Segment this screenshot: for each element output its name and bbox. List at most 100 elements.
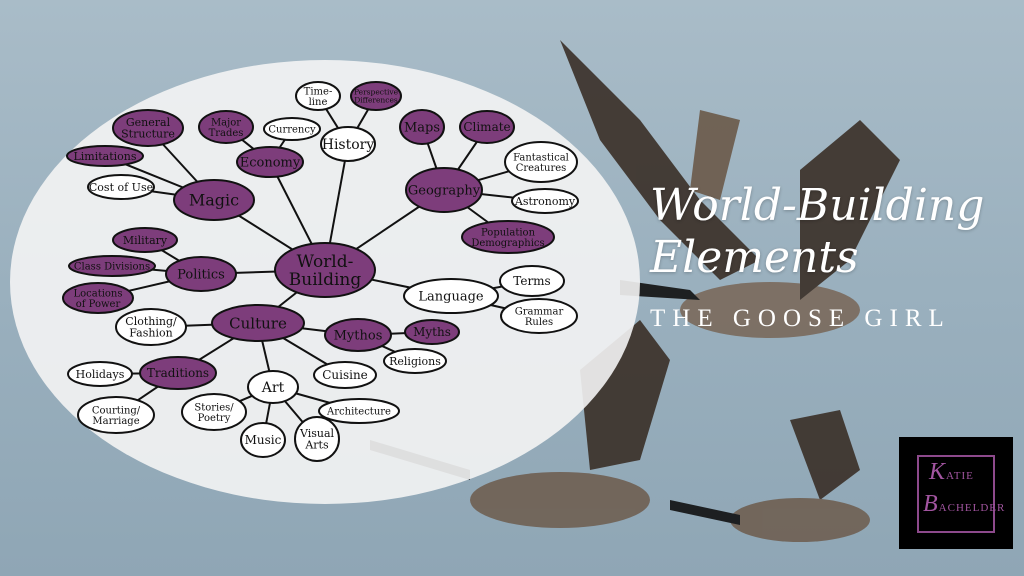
node-ellipse [511, 188, 579, 214]
node-mythos: Mythos [324, 318, 392, 352]
node-label: Politics [177, 268, 225, 283]
node-astro: Astronomy [511, 188, 579, 214]
node-ellipse [139, 356, 217, 390]
node-ellipse [77, 396, 155, 434]
node-ellipse [399, 109, 445, 145]
node-ellipse [403, 278, 499, 314]
node-ellipse [240, 422, 286, 458]
node-label: Stories/Poetry [194, 402, 234, 424]
node-label: Class Divisions [74, 262, 150, 273]
node-label: Art [261, 380, 285, 396]
node-holidays: Holidays [67, 361, 133, 387]
node-label: Currency [268, 125, 316, 136]
node-geography: Geography [405, 167, 483, 213]
node-ellipse [500, 298, 578, 334]
node-wb: World-Building [274, 242, 376, 298]
node-ellipse [211, 304, 305, 342]
logo-frame [917, 455, 995, 533]
node-traditions: Traditions [139, 356, 217, 390]
node-classdiv: Class Divisions [68, 255, 156, 277]
node-ellipse [115, 308, 187, 346]
node-ellipse [405, 167, 483, 213]
node-label: Traditions [147, 366, 209, 380]
node-stories: Stories/Poetry [181, 393, 247, 431]
node-ellipse [263, 117, 321, 141]
node-ellipse [383, 348, 447, 374]
node-label: Cost of Use [89, 181, 153, 194]
node-lim: Limitations [66, 145, 144, 167]
node-label: Religions [389, 355, 441, 368]
node-art: Art [247, 370, 299, 404]
node-ellipse [504, 141, 578, 183]
node-label: Economy [240, 156, 301, 171]
author-logo: KATIE BACHELDER [899, 437, 1013, 549]
node-ellipse [295, 81, 341, 111]
subtitle: THE GOOSE GIRL [650, 305, 951, 332]
node-ellipse [67, 361, 133, 387]
node-ellipse [112, 109, 184, 147]
node-label: Language [418, 290, 484, 305]
node-ellipse [404, 319, 460, 345]
node-ellipse [461, 220, 555, 254]
node-label: Terms [513, 274, 550, 288]
node-timeline: Time-line [295, 81, 341, 111]
node-ellipse [318, 398, 400, 424]
node-label: Architecture [326, 407, 391, 418]
node-music: Music [240, 422, 286, 458]
node-ellipse [350, 81, 402, 111]
node-label: Music [245, 433, 282, 447]
node-label: Myths [413, 325, 451, 339]
node-label: Holidays [76, 368, 125, 381]
node-ellipse [274, 242, 376, 298]
node-label: Mythos [334, 329, 383, 344]
node-ellipse [324, 318, 392, 352]
node-ellipse [294, 416, 340, 462]
node-label: Culture [229, 314, 287, 332]
node-terms: Terms [499, 265, 565, 297]
node-courting: Courting/Marriage [77, 396, 155, 434]
node-ellipse [112, 227, 178, 253]
title-line-1: World-Building [650, 180, 985, 231]
node-ellipse [236, 146, 304, 178]
node-ellipse [313, 361, 377, 389]
node-label: Astronomy [514, 195, 576, 208]
node-label: Limitations [73, 150, 136, 163]
node-ellipse [499, 265, 565, 297]
page-title: World-Building Elements [650, 180, 984, 284]
node-clothing: Clothing/Fashion [115, 308, 187, 346]
node-ellipse [66, 145, 144, 167]
logo-first-name: KATIE [929, 459, 974, 485]
node-maps: Maps [399, 109, 445, 145]
node-myths: Myths [404, 319, 460, 345]
node-label: World-Building [289, 252, 362, 290]
title-line-2: Elements [650, 232, 859, 283]
node-label: Courting/Marriage [92, 405, 141, 427]
node-ellipse [247, 370, 299, 404]
node-culture: Culture [211, 304, 305, 342]
node-cuisine: Cuisine [313, 361, 377, 389]
node-ellipse [198, 110, 254, 144]
logo-last-name: BACHELDER [923, 491, 1006, 517]
node-label: History [322, 137, 375, 153]
node-label: Time-line [304, 86, 333, 108]
node-politics: Politics [165, 256, 237, 292]
node-economy: Economy [236, 146, 304, 178]
node-label: Clothing/Fashion [125, 315, 177, 340]
node-ellipse [62, 282, 134, 314]
node-label: Magic [189, 191, 239, 210]
node-ellipse [181, 393, 247, 431]
node-language: Language [403, 278, 499, 314]
node-cost: Cost of Use [87, 174, 155, 200]
node-military: Military [112, 227, 178, 253]
